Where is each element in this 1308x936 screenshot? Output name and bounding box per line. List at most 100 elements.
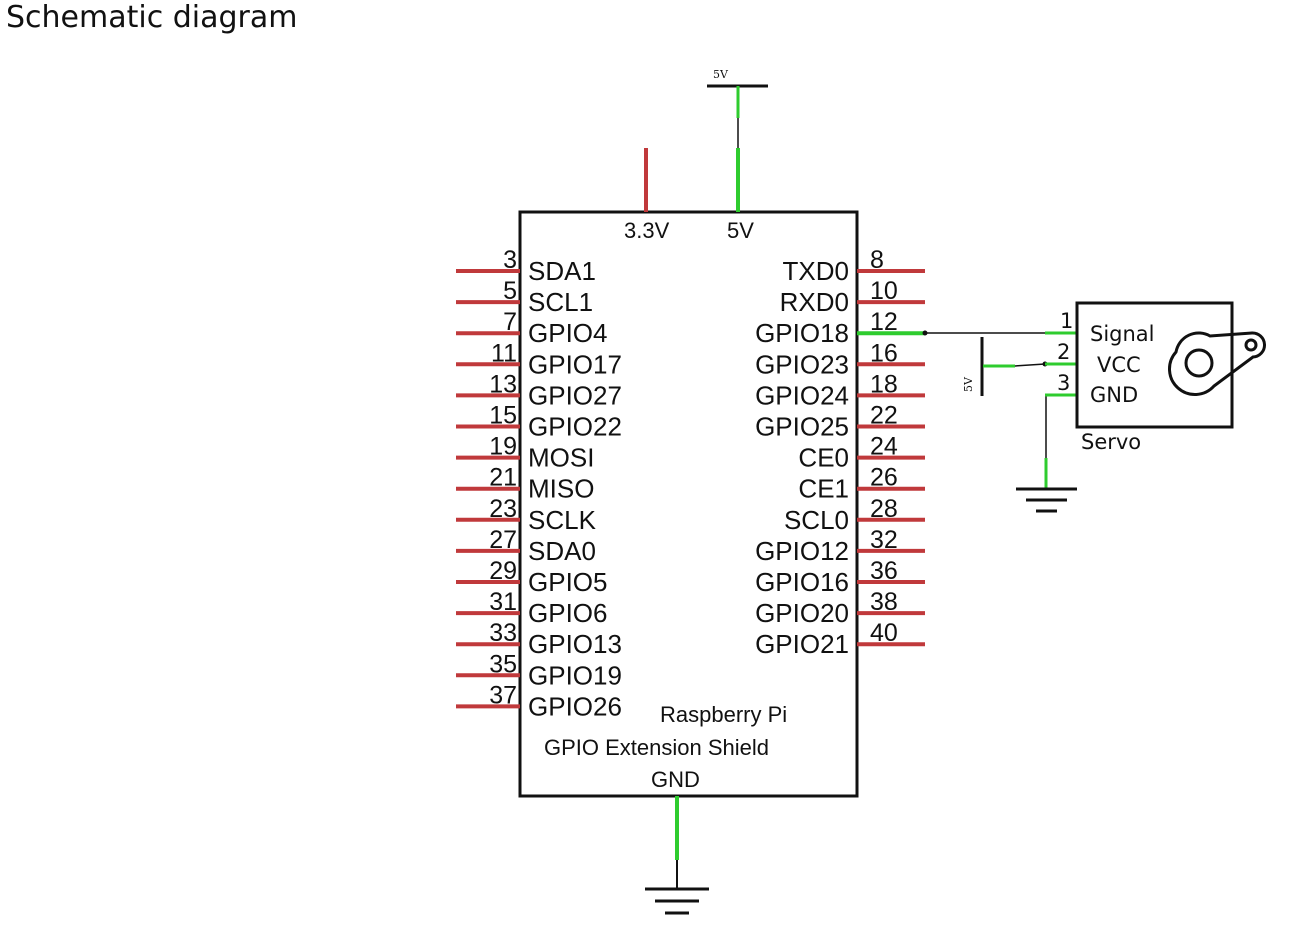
supply-5v-label: 5V bbox=[713, 68, 729, 81]
pin-number: 35 bbox=[489, 650, 517, 678]
right-pin: 32 GPIO12 bbox=[755, 526, 925, 566]
right-pin-header: 8TXD010RXD012GPIO1816GPIO2318GPIO2422GPI… bbox=[755, 246, 925, 659]
servo-pin2-label: VCC bbox=[1097, 353, 1141, 377]
pin-name: GPIO4 bbox=[528, 318, 607, 348]
servo-pin2-num: 2 bbox=[1057, 340, 1070, 364]
pin-name: GPIO6 bbox=[528, 598, 607, 628]
pin-number: 32 bbox=[870, 526, 898, 554]
servo-pin3-label: GND bbox=[1090, 383, 1138, 407]
right-pin: 26 CE1 bbox=[798, 464, 925, 504]
left-pin: 15 GPIO22 bbox=[456, 402, 622, 442]
left-pin-header: 3 SDA1 5 SCL1 7 GPIO4 11 GPIO17 13 GPIO27 15 GPIO22… bbox=[456, 246, 622, 721]
pin-5v-label: 5V bbox=[727, 218, 754, 243]
left-pin: 35 GPIO19 bbox=[456, 650, 622, 690]
board-outline bbox=[518, 210, 859, 798]
pin-name: SCL1 bbox=[528, 287, 593, 317]
left-pin: 37 GPIO26 bbox=[456, 681, 622, 721]
servo-5v-label: 5V bbox=[962, 376, 975, 392]
pin-number: 23 bbox=[489, 495, 517, 523]
left-pin: 31 GPIO6 bbox=[456, 588, 607, 628]
pin-number: 11 bbox=[491, 339, 517, 367]
pin-name: SDA1 bbox=[528, 256, 596, 286]
pin-name: GPIO25 bbox=[755, 412, 849, 442]
pin-number: 26 bbox=[870, 464, 898, 492]
pin-number: 31 bbox=[489, 588, 517, 616]
pin-number: 7 bbox=[503, 308, 517, 336]
servo-horn-icon bbox=[1168, 331, 1266, 396]
pin-number: 13 bbox=[489, 370, 517, 398]
pin-name: GPIO16 bbox=[755, 567, 849, 597]
pin-name: CE1 bbox=[798, 474, 849, 504]
pin-name: GPIO12 bbox=[755, 536, 849, 566]
left-pin: 3 SDA1 bbox=[456, 246, 596, 286]
right-pin: 16 GPIO23 bbox=[755, 339, 925, 379]
pin-number: 24 bbox=[870, 433, 898, 461]
pin-name: SCLK bbox=[528, 505, 597, 535]
left-pin: 21 MISO bbox=[456, 464, 594, 504]
servo-pin1-label: Signal bbox=[1090, 322, 1155, 346]
pin-name: GPIO5 bbox=[528, 567, 607, 597]
pin-number: 5 bbox=[503, 277, 517, 305]
pin-name: GPIO23 bbox=[755, 349, 849, 379]
page-title: Schematic diagram bbox=[6, 0, 298, 35]
servo-pin1-num: 1 bbox=[1060, 309, 1073, 333]
right-pin: 40 GPIO21 bbox=[755, 619, 925, 659]
pin-number: 22 bbox=[870, 402, 898, 430]
board-name-line2: GPIO Extension Shield bbox=[544, 735, 769, 760]
pin-number: 8 bbox=[870, 246, 884, 274]
left-pin: 19 MOSI bbox=[456, 433, 594, 473]
right-pin: 28 SCL0 bbox=[784, 495, 925, 535]
pin-name: GPIO19 bbox=[528, 660, 622, 690]
signal-wire-dot bbox=[922, 330, 928, 336]
pin-3v3-label: 3.3V bbox=[624, 218, 670, 243]
left-pin: 7 GPIO4 bbox=[456, 308, 607, 348]
pin-number: 27 bbox=[489, 526, 517, 554]
servo-box bbox=[1075, 301, 1234, 429]
right-pin: 22 GPIO25 bbox=[755, 402, 925, 442]
pin-number: 12 bbox=[870, 308, 898, 336]
pin-name: GPIO13 bbox=[528, 629, 622, 659]
pin-name: SCL0 bbox=[784, 505, 849, 535]
pin-number: 3 bbox=[503, 246, 517, 274]
pin-name: GPIO24 bbox=[755, 380, 849, 410]
servo-name: Servo bbox=[1081, 430, 1141, 454]
pin-number: 10 bbox=[870, 277, 898, 305]
ground-symbol-servo bbox=[1016, 487, 1077, 513]
pin-number: 36 bbox=[870, 557, 898, 585]
pin-number: 28 bbox=[870, 495, 898, 523]
servo-vcc-wire-black bbox=[1014, 363, 1046, 367]
pin-name: MOSI bbox=[528, 443, 594, 473]
servo-pin3-num: 3 bbox=[1057, 371, 1070, 395]
pin-number: 15 bbox=[489, 402, 517, 430]
pin-number: 16 bbox=[870, 339, 898, 367]
pin-name: GPIO26 bbox=[528, 691, 622, 721]
left-pin: 27 SDA0 bbox=[456, 526, 596, 566]
pin-number: 29 bbox=[489, 557, 517, 585]
pin-name: GPIO22 bbox=[528, 412, 622, 442]
board-name-line1: Raspberry Pi bbox=[660, 702, 787, 727]
left-pin: 29 GPIO5 bbox=[456, 557, 607, 597]
pin-name: GPIO17 bbox=[528, 349, 622, 379]
pin-number: 40 bbox=[870, 619, 898, 647]
ground-symbol-board bbox=[645, 887, 709, 915]
pin-number: 21 bbox=[489, 464, 517, 492]
left-pin: 5 SCL1 bbox=[456, 277, 593, 317]
left-pin: 23 SCLK bbox=[456, 495, 597, 535]
pin-name: CE0 bbox=[798, 443, 849, 473]
pin-name: GPIO21 bbox=[755, 629, 849, 659]
left-pin: 11 GPIO17 bbox=[456, 339, 622, 379]
right-pin: 36 GPIO16 bbox=[755, 557, 925, 597]
right-pin: 24 CE0 bbox=[798, 433, 925, 473]
pin-name: MISO bbox=[528, 474, 594, 504]
board-gnd-label: GND bbox=[651, 767, 700, 792]
pin-name: SDA0 bbox=[528, 536, 596, 566]
pin-number: 37 bbox=[489, 681, 517, 709]
pin-name: GPIO27 bbox=[528, 380, 622, 410]
pin-number: 19 bbox=[489, 433, 517, 461]
